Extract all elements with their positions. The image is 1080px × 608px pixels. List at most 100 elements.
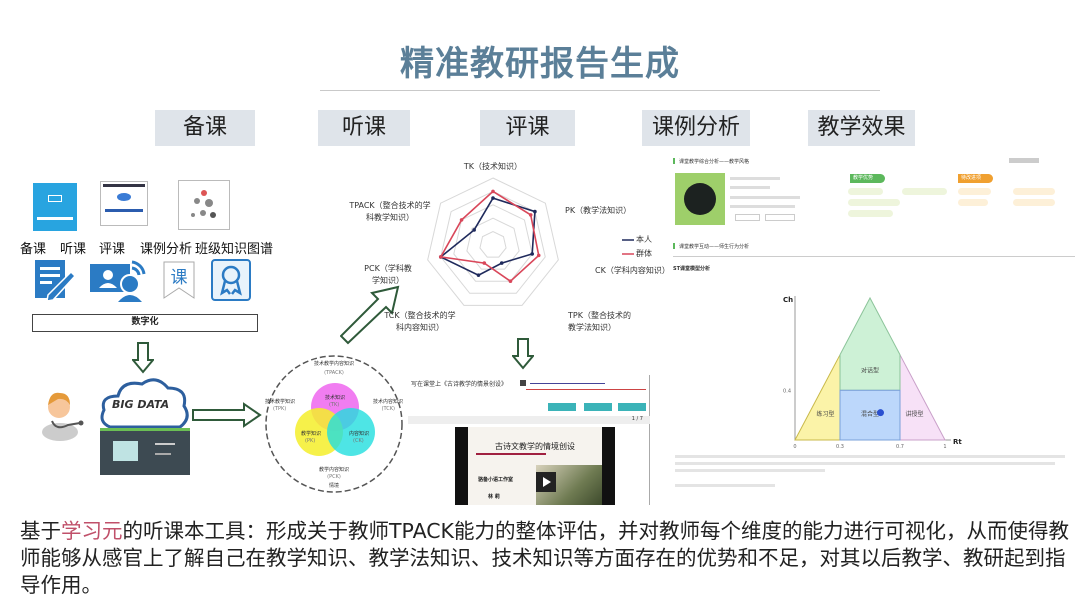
venn-pk-abbr: (PK)	[305, 438, 316, 444]
listen-app-thumbnail	[100, 181, 148, 226]
region-label: 混合型	[861, 410, 879, 418]
venn-tk-abbr: (TK)	[329, 402, 340, 408]
slide-title: 古诗文教学的情境创设	[495, 442, 575, 451]
diagonal-arrow-icon	[340, 285, 400, 345]
tab-prepare[interactable]: 备课	[155, 110, 255, 146]
strength-tag: 教学优势	[850, 174, 885, 183]
region-lecture	[899, 354, 946, 441]
lesson-bookmark-icon: 课	[162, 260, 196, 300]
slide-studio: 骆备小语工作室	[478, 477, 514, 483]
video-player[interactable]: 古诗文教学的情境创设 骆备小语工作室 林 莉	[455, 427, 615, 505]
radar-point	[476, 273, 481, 277]
legend-label: 群体	[636, 249, 652, 258]
improve-tag: 待改进项	[958, 174, 993, 183]
radar-point	[533, 209, 537, 214]
radar-axis-label: PCK（学科教 学知识）	[364, 264, 412, 285]
info-button-2[interactable]	[765, 214, 795, 221]
region-label: 讲授型	[905, 410, 923, 418]
tab-listen[interactable]: 听课	[318, 110, 410, 146]
venn-tpack-label: 技术教学内容知识	[313, 361, 354, 367]
lesson-video-panel: 写在课堂上《古诗教学的情景创设》 1 / 7 古诗文教学的情境创设 骆备小语工作…	[408, 375, 650, 505]
radar-point	[491, 189, 495, 194]
x-tick-label: 0.3	[836, 444, 844, 450]
radar-point	[499, 261, 504, 265]
section-teaching-style: 课堂教学综合分析——教学风格	[679, 159, 750, 165]
platform-screenshot	[100, 428, 190, 475]
venn-tpk-abbr: (TPK)	[273, 406, 287, 412]
knowledge-graph-thumbnail	[178, 180, 230, 230]
venn-tpk-label: 技术教学知识	[265, 399, 296, 405]
venn-pck-label: 教学内容知识	[318, 467, 349, 473]
radar-point	[472, 228, 476, 232]
big-data-cloud-icon	[100, 378, 189, 429]
online-class-icon	[90, 260, 146, 302]
radar-point	[536, 253, 541, 258]
page-title: 精准教研报告生成	[400, 44, 680, 84]
st-data-point	[877, 409, 884, 417]
radar-point	[508, 279, 513, 284]
tool-label-evaluate: 评课	[99, 242, 126, 257]
radar-grid-ring	[427, 177, 559, 306]
x-axis-label: Rt	[953, 438, 962, 446]
down-arrow-icon	[132, 342, 154, 374]
slide-author: 林 莉	[488, 494, 500, 500]
radar-axis-label: CK（学科内容知识）	[595, 266, 670, 275]
radar-axis-label: TPACK（整合技术的学 科教学知识）	[349, 201, 431, 222]
venn-pk-label: 教学知识	[301, 431, 322, 437]
venn-ck-label: 内容知识	[349, 431, 370, 437]
export-link[interactable]	[1009, 158, 1039, 163]
region-practice	[794, 354, 841, 441]
radar-axis-label: TPK（整合技术的 教学法知识）	[568, 311, 631, 332]
learning-cell-highlight[interactable]: 学习元	[61, 519, 123, 543]
radar-point	[528, 213, 533, 217]
venn-tpack-abbr: (TPACK)	[324, 370, 344, 376]
y-axis-label: Ch	[783, 296, 793, 304]
tab-teaching-effect[interactable]: 教学效果	[808, 110, 915, 146]
slide-pager[interactable]: 1 / 7	[631, 416, 643, 422]
lesson-glyph: 课	[170, 268, 188, 288]
section-interaction: 课堂教学互动——师生行为分析	[679, 244, 750, 250]
radar-point	[530, 252, 534, 256]
description-prefix: 基于	[20, 519, 61, 543]
radar-grid-ring	[453, 204, 533, 282]
venn-tck-label: 技术内容知识	[372, 399, 403, 405]
tool-label-graph: 班级知识图谱	[195, 242, 274, 257]
award-certificate-icon	[211, 259, 251, 301]
right-arrow-icon	[192, 402, 262, 428]
venn-context-label: 情境	[328, 483, 339, 489]
description-body: 的听课本工具：形成关于教师TPACK能力的整体评估，并对教师每个维度的能力进行可…	[20, 519, 1069, 597]
edit-document-icon	[35, 260, 77, 302]
big-data-label: BIG DATA	[112, 398, 170, 411]
tool-label-prepare: 备课	[20, 242, 47, 257]
class-analysis-panel: 课堂教学综合分析——教学风格 教学优势 待改进项 课堂教学互动——师生行为分析 …	[665, 150, 1075, 505]
description-paragraph: 基于学习元的听课本工具：形成关于教师TPACK能力的整体评估，并对教师每个维度的…	[20, 518, 1070, 599]
digitalization-box: 数字化	[32, 314, 258, 332]
video-action-button-1[interactable]	[548, 403, 576, 411]
tool-label-listen: 听课	[60, 242, 87, 257]
radar-series-group	[439, 190, 540, 283]
radar-grid-ring	[479, 231, 507, 258]
play-button[interactable]	[536, 472, 556, 492]
tool-label-case: 课例分析	[140, 242, 193, 257]
tab-evaluate[interactable]: 评课	[480, 110, 575, 146]
venn-tk-label: 技术知识	[325, 395, 346, 401]
tpack-radar-chart: TK（技术知识）PK（教学法知识）CK（学科内容知识）TPK（整合技术的 教学法…	[349, 155, 670, 335]
video-action-button-2[interactable]	[584, 403, 612, 411]
venn-tck-abbr: (TCK)	[381, 406, 395, 412]
radar-grid-ring	[440, 190, 546, 294]
prepare-app-thumbnail	[33, 183, 77, 231]
tab-case-analysis[interactable]: 课例分析	[642, 110, 750, 146]
y-tick-label: 0.4	[783, 388, 791, 394]
region-dialogue	[839, 296, 901, 391]
radar-axis-label: TCK（整合技术的学 科内容知识）	[384, 311, 456, 332]
radar-point	[491, 196, 495, 200]
info-button-1[interactable]	[735, 214, 760, 221]
video-action-button-3[interactable]	[618, 403, 646, 411]
doctor-avatar-icon	[42, 392, 84, 441]
x-tick-label: 0	[793, 444, 796, 450]
region-label: 练习型	[816, 410, 834, 418]
radar-point	[459, 218, 464, 222]
region-mixed	[839, 389, 901, 441]
video-header: 写在课堂上《古诗教学的情景创设》	[411, 381, 508, 388]
